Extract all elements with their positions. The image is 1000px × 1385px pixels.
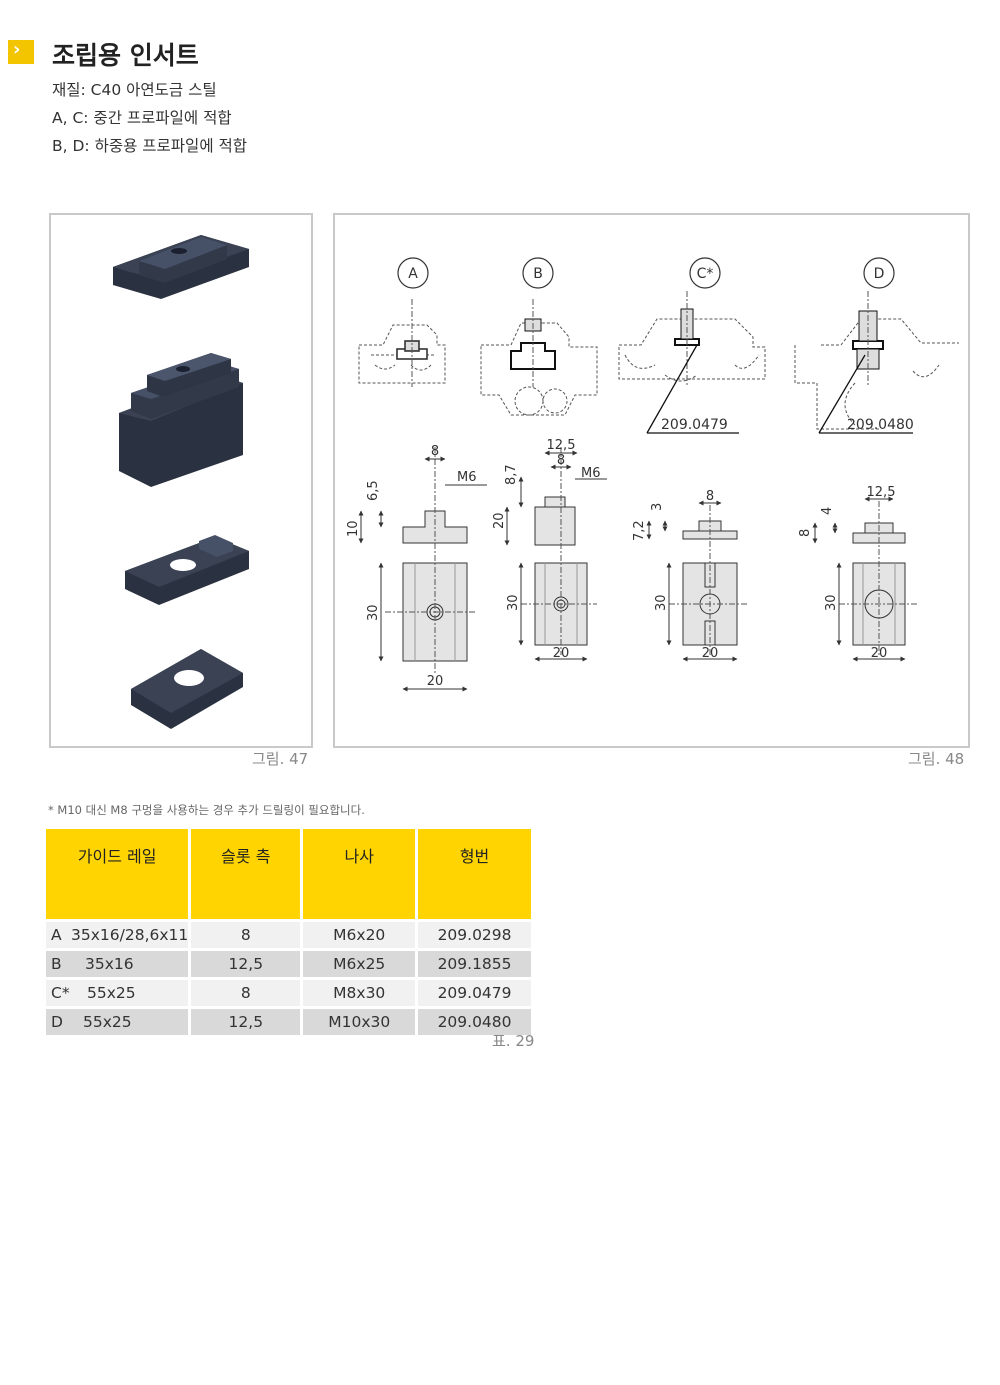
- dim-d-length: 30: [824, 594, 839, 611]
- header-screw: 나사: [303, 829, 416, 919]
- rail-cell: D 55x25: [46, 1009, 189, 1035]
- screw-cell: M8x30: [303, 980, 416, 1006]
- slot-cell: 8: [191, 980, 301, 1006]
- dim-a-head-height: 6,5: [366, 480, 381, 501]
- figure-47-caption: 그림. 47: [252, 750, 309, 768]
- table-row: C* 55x25 8 M8x30 209.0479: [46, 980, 531, 1006]
- dim-c-width-top: 8: [706, 489, 714, 504]
- dim-b-width-top: 12,5: [547, 438, 576, 453]
- rail-value: 35x16/28,6x11: [71, 926, 189, 944]
- row-key: D: [51, 1013, 63, 1031]
- dim-drawing-b: 12,5 8 M6 8,7 20 30 20: [492, 438, 607, 662]
- dim-a-thread: M6: [457, 470, 477, 485]
- dim-c-width: 20: [702, 646, 719, 661]
- table-header-row: 가이드 레일 슬롯 측 나사 형번: [46, 829, 531, 919]
- dim-b-total-height: 20: [492, 512, 507, 529]
- footnote: * M10 대신 M8 구멍을 사용하는 경우 추가 드릴링이 필요합니다.: [48, 803, 365, 817]
- row-key: A: [51, 926, 62, 944]
- dim-c-total-height: 7,2: [632, 520, 647, 541]
- rail-cell: B 35x16: [46, 951, 189, 977]
- part-cell: 209.0479: [418, 980, 531, 1006]
- row-key: C*: [51, 984, 70, 1002]
- variant-label-a: A: [408, 266, 418, 282]
- dim-a-width-top: 8: [431, 444, 439, 459]
- header-part-number: 형번: [418, 829, 531, 919]
- table-row: B 35x16 12,5 M6x25 209.1855: [46, 951, 531, 977]
- header-guide-rail: 가이드 레일: [46, 829, 189, 919]
- profile-section-c: [618, 318, 766, 382]
- dim-d-width-top: 12,5: [867, 485, 896, 500]
- dim-a-total-height: 10: [346, 520, 361, 537]
- dim-b-length: 30: [506, 594, 521, 611]
- dim-d-head-height: 4: [820, 507, 835, 515]
- part-number-d: 209.0480: [847, 417, 914, 433]
- header-slot-side: 슬롯 측: [191, 829, 301, 919]
- technical-drawings: A B C* D: [346, 257, 959, 692]
- profile-section-d: [794, 318, 959, 430]
- dim-drawing-d: 12,5 4 8 30 20: [798, 485, 919, 662]
- dim-drawing-a: 8 M6 6,5 10 30 20: [346, 444, 487, 692]
- dim-a-width: 20: [427, 674, 444, 689]
- fit-bd-line: B, D: 하중용 프로파일에 적합: [52, 137, 248, 155]
- variant-label-b: B: [533, 266, 543, 282]
- variant-label-c: C*: [697, 266, 714, 282]
- part-cell: 209.0480: [418, 1009, 531, 1035]
- part-cell: 209.0298: [418, 922, 531, 948]
- dim-b-width-mid: 8: [557, 453, 565, 468]
- table-row: A 35x16/28,6x11 8 M6x20 209.0298: [46, 922, 531, 948]
- part-number-c: 209.0479: [661, 417, 728, 433]
- insert-b-render: [119, 353, 243, 487]
- insert-c-render: [125, 535, 249, 605]
- material-line: 재질: C40 아연도금 스틸: [52, 81, 217, 99]
- rail-value: 35x16: [85, 955, 134, 973]
- slot-cell: 12,5: [191, 951, 301, 977]
- insert-a-render: [113, 235, 249, 299]
- screw-cell: M6x20: [303, 922, 416, 948]
- section-marker-icon: ›: [8, 39, 34, 64]
- dim-b-width: 20: [553, 646, 570, 661]
- dim-c-head-height: 3: [650, 503, 665, 511]
- table-row: D 55x25 12,5 M10x30 209.0480: [46, 1009, 531, 1035]
- dim-d-width: 20: [871, 646, 888, 661]
- rail-value: 55x25: [83, 1013, 132, 1031]
- dim-c-length: 30: [654, 594, 669, 611]
- screw-cell: M10x30: [303, 1009, 416, 1035]
- part-cell: 209.1855: [418, 951, 531, 977]
- rail-cell: C* 55x25: [46, 980, 189, 1006]
- slot-cell: 8: [191, 922, 301, 948]
- dim-b-head-height: 8,7: [504, 464, 519, 485]
- screw-cell: M6x25: [303, 951, 416, 977]
- dim-b-thread: M6: [581, 466, 601, 481]
- variant-label-d: D: [874, 266, 885, 282]
- figure-47-frame: [49, 213, 313, 748]
- figure-48-frame: A B C* D: [333, 213, 970, 748]
- table-caption: 표. 29: [492, 1032, 535, 1050]
- rail-value: 55x25: [87, 984, 136, 1002]
- fit-ac-line: A, C: 중간 프로파일에 적합: [52, 109, 232, 127]
- row-key: B: [51, 955, 62, 973]
- insert-d-render: [131, 649, 243, 729]
- figure-48-caption: 그림. 48: [908, 750, 965, 768]
- rail-cell: A 35x16/28,6x11: [46, 922, 189, 948]
- dim-a-length: 30: [366, 604, 381, 621]
- slot-cell: 12,5: [191, 1009, 301, 1035]
- dim-drawing-c: 8 3 7,2 30 20: [632, 489, 749, 662]
- spec-table: 가이드 레일 슬롯 측 나사 형번 A 35x16/28,6x11 8 M6x20…: [43, 826, 534, 1038]
- dim-d-total-height: 8: [798, 529, 813, 537]
- insert-renders-image: [113, 235, 249, 729]
- page-title: 조립용 인서트: [52, 41, 199, 70]
